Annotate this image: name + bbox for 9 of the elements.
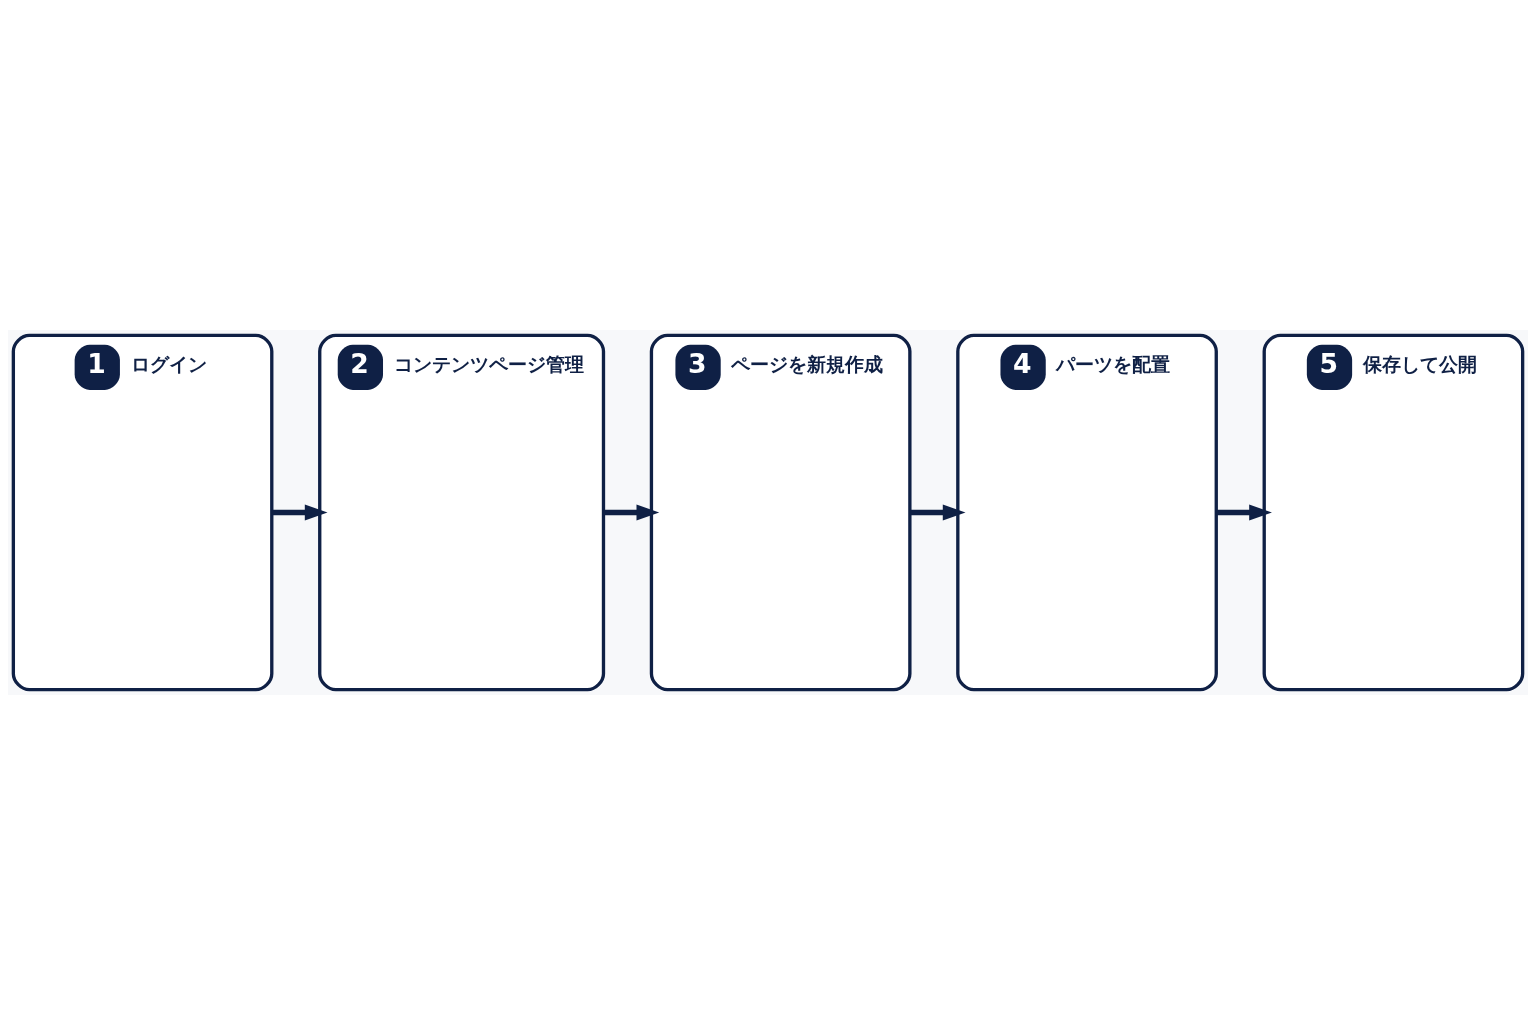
arrow [909,504,966,520]
arrow [1216,504,1272,520]
node-box: 4 パーツを配置 [956,333,1218,691]
arrow [603,504,660,520]
node-box: 5 保存して公開 [1262,333,1525,691]
arrow [272,504,328,520]
node-box: 3 ページを新規作成 [649,333,912,691]
node-box: 2 コンテンツページ管理 [318,333,606,691]
node-box: 1 ログイン [11,333,274,691]
